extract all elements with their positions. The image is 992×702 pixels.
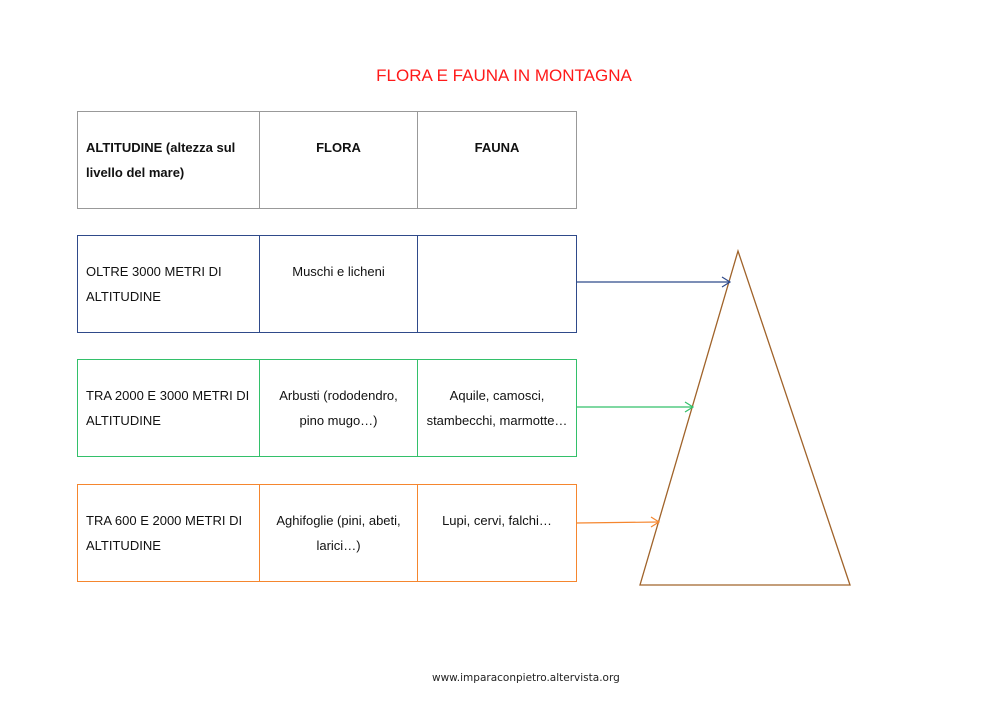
fauna-cell: Aquile, camosci, stambecchi, marmotte… [426,388,568,428]
flora-cell: Muschi e licheni [260,236,418,332]
altitude-cell: OLTRE 3000 METRI DI ALTITUDINE [78,236,260,332]
page-title: FLORA E FAUNA IN MONTAGNA [376,66,632,85]
altitude-cell: TRA 2000 E 3000 METRI DI ALTITUDINE [78,360,260,456]
flora-cell: Arbusti (rododendro, pino mugo…) [260,360,418,456]
header-altitude: ALTITUDINE (altezza sul livello del mare… [78,112,260,208]
mountain-triangle [639,248,851,586]
fauna-cell: Lupi, cervi, falchi… [442,513,552,528]
row-above-3000: OLTRE 3000 METRI DI ALTITUDINE Muschi e … [77,235,577,333]
altitude-cell: TRA 600 E 2000 METRI DI ALTITUDINE [78,485,260,581]
flora-cell: Aghifoglie (pini, abeti, larici…) [260,485,418,581]
arrow-orange [575,516,661,528]
arrow-green [576,401,695,413]
header-flora: FLORA [260,112,418,208]
header-table: ALTITUDINE (altezza sul livello del mare… [77,111,577,209]
footer-url: www.imparaconpietro.altervista.org [432,672,620,684]
arrow-blue [576,276,732,288]
row-600-2000: TRA 600 E 2000 METRI DI ALTITUDINE Aghif… [77,484,577,582]
header-fauna: FAUNA [474,140,520,155]
row-2000-3000: TRA 2000 E 3000 METRI DI ALTITUDINE Arbu… [77,359,577,457]
